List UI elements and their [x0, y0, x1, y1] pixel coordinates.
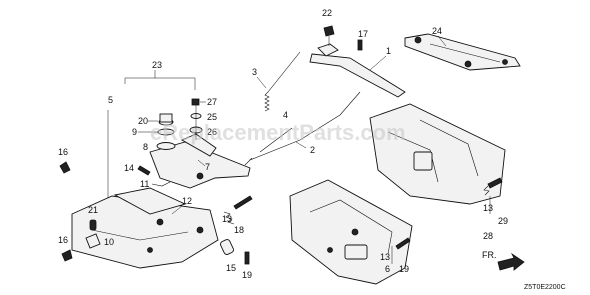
callout-17: 17: [358, 29, 368, 39]
callout-12: 12: [182, 196, 192, 206]
callout-28: 24: [432, 26, 442, 36]
part-8-washer[interactable]: [156, 142, 176, 150]
callout-10: 10: [104, 237, 114, 247]
part-13-spring-left[interactable]: [223, 211, 235, 225]
part-28-bracket[interactable]: [404, 33, 521, 71]
callout-25: 25: [207, 112, 217, 122]
callout-13-mid: 13: [380, 252, 390, 262]
part-29-cover[interactable]: [369, 103, 506, 205]
part-11-link[interactable]: [151, 181, 171, 187]
part-18-bolt[interactable]: [244, 251, 250, 265]
callout-8: 8: [143, 142, 148, 152]
callout-3: 3: [252, 67, 257, 77]
part-16-bolt-upper[interactable]: [59, 161, 71, 174]
part-12-base-plate[interactable]: [71, 187, 219, 269]
callout-24: 23: [152, 60, 162, 70]
callout-13-left: 13: [222, 214, 232, 224]
part-27-nut[interactable]: [191, 98, 200, 106]
part-20-grommet[interactable]: [89, 219, 97, 231]
watermark: eReplacementParts.com: [150, 120, 406, 145]
part-22-bolt[interactable]: [395, 237, 411, 250]
part-2-rod[interactable]: [244, 91, 361, 166]
part-23-nut[interactable]: [323, 25, 335, 46]
callout-19: 20: [138, 116, 148, 126]
callout-13-right: 13: [483, 203, 493, 213]
part-14-bolt[interactable]: [137, 165, 151, 176]
callout-21: 18: [234, 225, 244, 235]
part-16-bolt-lower[interactable]: [61, 249, 73, 262]
front-direction-arrow: FR.: [482, 250, 525, 271]
callout-18: 19: [242, 270, 252, 280]
callout-20: 21: [88, 205, 98, 215]
direction-label: FR.: [482, 250, 497, 260]
callout-22: 19: [399, 264, 409, 274]
part-17-bolt[interactable]: [357, 39, 363, 51]
callout-14: 14: [124, 163, 134, 173]
callout-15: 15: [226, 263, 236, 273]
callout-27: 27: [207, 97, 217, 107]
callout-30: 29: [498, 216, 508, 226]
callout-4: 4: [283, 110, 288, 120]
callout-23: 22: [322, 8, 332, 18]
part-15-collar[interactable]: [220, 239, 235, 256]
callout-16-upper: 16: [58, 147, 68, 157]
part-4-spring[interactable]: [259, 127, 293, 153]
callout-1: 1: [386, 46, 391, 56]
part-10-clip[interactable]: [85, 233, 101, 249]
callout-7: 7: [205, 162, 210, 172]
part-3-spring[interactable]: [264, 51, 301, 112]
callout-29: 28: [483, 231, 493, 241]
part-7-control-base[interactable]: [149, 133, 251, 189]
part-30-bolt[interactable]: [483, 177, 503, 196]
part-1-control-lever[interactable]: [309, 43, 406, 98]
callout-9: 9: [132, 127, 137, 137]
diagram-code: Z5T0E2200C: [524, 284, 566, 291]
callout-26: 26: [207, 127, 217, 137]
callout-5: 5: [108, 95, 113, 105]
callout-16-lower: 16: [58, 235, 68, 245]
part-21-bolt[interactable]: [233, 195, 253, 210]
part-19-washer[interactable]: [158, 113, 174, 126]
part-6-cover-plate[interactable]: [289, 179, 413, 285]
callout-2: 2: [310, 145, 315, 155]
callout-11: 11: [140, 179, 149, 189]
callout-6: 6: [385, 264, 390, 274]
